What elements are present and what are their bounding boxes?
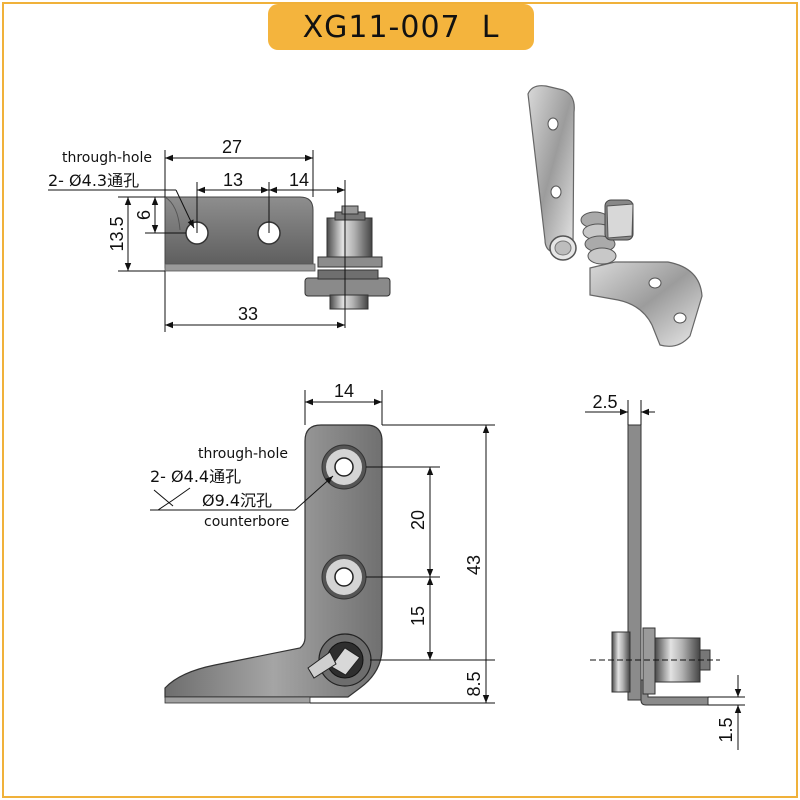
dim-20: 20	[408, 510, 428, 530]
top-view-washer	[304, 277, 391, 297]
dim-2-5: 2.5	[592, 392, 617, 412]
dim-15: 15	[408, 606, 428, 626]
dim-1-5: 1.5	[716, 717, 736, 742]
dim-14-front: 14	[334, 381, 354, 401]
front-view-note-line3: Ø9.4沉孔	[202, 491, 272, 510]
top-view-note-line1: through-hole	[62, 150, 152, 166]
photo-bottom-leaf	[589, 261, 703, 347]
photo-vertical-leaf	[527, 85, 575, 257]
dim-8-5: 8.5	[464, 671, 484, 696]
dim-43: 43	[464, 555, 484, 575]
front-view-note-line1: through-hole	[198, 446, 288, 462]
title-badge: XG11-007 L	[268, 4, 534, 50]
dim-33: 33	[238, 304, 258, 324]
side-view-leaf	[627, 424, 642, 701]
front-view: 14 20 15 43 8.5 through-hole 2- Ø4.4通孔 Ø…	[150, 381, 495, 704]
front-view-plate	[164, 424, 383, 698]
dim-27: 27	[222, 137, 242, 157]
product-photo	[527, 85, 703, 347]
front-view-note-line2: 2- Ø4.4通孔	[150, 467, 241, 486]
part-number-title: XG11-007 L	[302, 9, 500, 45]
top-view-pin	[329, 294, 369, 310]
top-view-spring-barrel	[326, 217, 373, 263]
dim-13: 13	[223, 170, 243, 190]
dim-14-top: 14	[289, 170, 309, 190]
top-view-note-line2: 2- Ø4.3通孔	[48, 171, 139, 190]
top-view: 27 13 14 13.5 6 33 through-hole 2- Ø4.3通…	[48, 137, 391, 332]
top-view-plate	[164, 196, 314, 269]
front-view-note-line4: counterbore	[204, 514, 289, 530]
dim-13-5: 13.5	[107, 216, 127, 251]
side-view: 2.5 1.5	[585, 392, 745, 750]
dim-6: 6	[134, 210, 154, 220]
